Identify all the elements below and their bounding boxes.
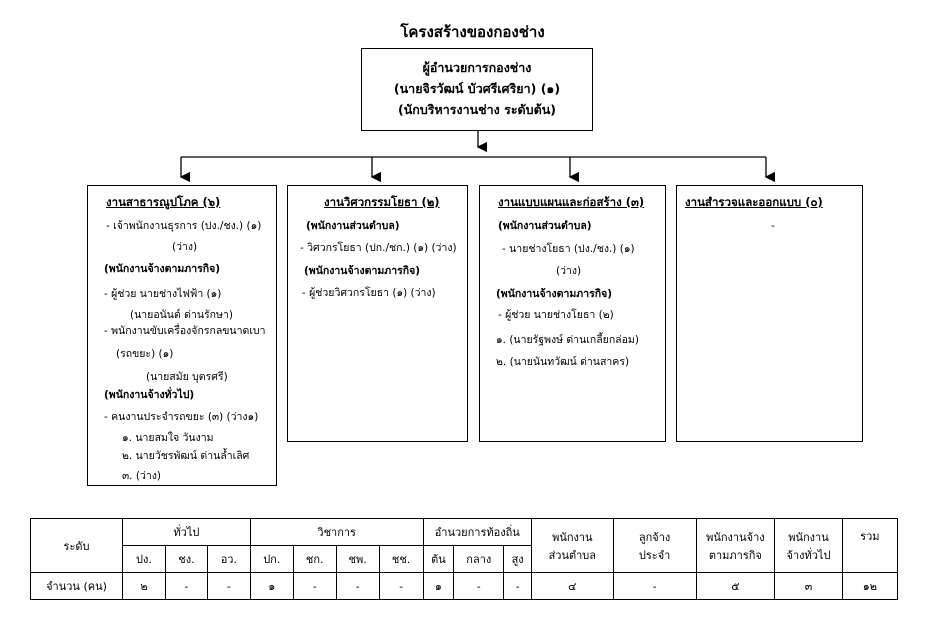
- staff-count-table: ระดับ ทั่วไป วิชาการ อำนวยการท้องถิ่น พน…: [29, 518, 899, 600]
- col-total: รวม: [841, 518, 899, 573]
- sub-header: ต้น: [422, 545, 455, 573]
- dept-planning-construction: งานแบบแผนและก่อสร้าง (๓) (พนักงานส่วนตำบ…: [479, 185, 666, 442]
- dept3-line: ๒. (นายนันทวัฒน์ ด่านสาคร): [496, 356, 630, 368]
- dept-public-utilities: งานสาธารณูปโภค (๖) - เจ้าพนักงานธุรการ (…: [87, 185, 277, 486]
- count-cell: -: [503, 572, 532, 600]
- count-cell: -: [292, 572, 337, 600]
- dept1-line: - เจ้าพนักงานธุรการ (ปง./ชง.) (๑): [106, 220, 262, 232]
- dept3-line: (พนักงานจ้างตามภารกิจ): [496, 288, 613, 300]
- dept3-line: - นายช่างโยธา (ปง./ชง.) (๑): [502, 243, 635, 255]
- count-cell: ๑๒: [841, 572, 899, 600]
- dept4-line: -: [771, 220, 775, 232]
- dept3-line: - ผู้ช่วย นายช่างโยธา (๒): [498, 309, 614, 321]
- count-cell: ๑: [422, 572, 455, 600]
- dept3-heading: งานแบบแผนและก่อสร้าง (๓): [498, 195, 645, 209]
- count-cell: ๕: [695, 572, 776, 600]
- dept2-line: - ผู้ช่วยวิศวกรโยธา (๑) (ว่าง): [302, 287, 436, 299]
- group-general: ทั่วไป: [122, 518, 251, 546]
- dept2-line: (พนักงานส่วนตำบล): [306, 220, 400, 232]
- col-mission-employee: พนักงานจ้างตามภารกิจ: [695, 518, 776, 573]
- dept2-line: (พนักงานจ้างตามภารกิจ): [304, 265, 421, 277]
- page-title: โครงสร้างของกองช่าง: [400, 23, 545, 41]
- dept2-heading: งานวิศวกรรมโยธา (๒): [324, 195, 440, 209]
- dept1-line: (รถขยะ) (๑): [116, 348, 174, 360]
- director-box: ผู้อำนวยการกองช่าง (นายจิรวัฒน์ บัวศรีเศ…: [361, 48, 593, 131]
- count-cell: -: [378, 572, 424, 600]
- dept3-line: (ว่าง): [556, 265, 582, 277]
- sub-header: ชช.: [378, 545, 424, 573]
- dept1-line: ๓. (ว่าง): [122, 470, 161, 482]
- director-name: (นายจิรวัฒน์ บัวศรีเศริยา) (๑): [393, 81, 561, 96]
- dept3-line: ๑. (นายรัฐพงษ์ ด่านเกลี้ยกล่อม): [496, 334, 639, 346]
- count-cell: -: [206, 572, 251, 600]
- count-cell: ๔: [530, 572, 614, 600]
- dept1-line: - ผู้ช่วย นายช่างไฟฟ้า (๑): [104, 288, 222, 300]
- count-cell: ๒: [122, 572, 166, 600]
- dept1-line: (นายสมัย บุตรศรี): [146, 371, 228, 383]
- count-cell: -: [453, 572, 505, 600]
- sub-header: กลาง: [453, 545, 505, 573]
- sub-header: ชง.: [164, 545, 208, 573]
- dept-civil-engineering: งานวิศวกรรมโยธา (๒) (พนักงานส่วนตำบล) - …: [287, 185, 468, 442]
- dept-survey-design: งานสำรวจและออกแบบ (๐) -: [676, 185, 863, 442]
- dept1-line: (พนักงานจ้างทั่วไป): [104, 389, 195, 401]
- dept2-line: - วิศวกรโยธา (ปก./ชก.) (๑) (ว่าง): [300, 242, 457, 254]
- director-title: ผู้อำนวยการกองช่าง: [422, 60, 532, 75]
- count-cell: -: [612, 572, 697, 600]
- dept1-heading: งานสาธารณูปโภค (๖): [106, 195, 221, 209]
- dept1-line: (นายอนันต์ ด่านรักษา): [130, 309, 233, 321]
- dept3-line: (พนักงานส่วนตำบล): [498, 220, 592, 232]
- dept1-line: (พนักงานจ้างตามภารกิจ): [104, 263, 221, 275]
- count-cell: -: [164, 572, 208, 600]
- dept1-line: - คนงานประจำรถขยะ (๓) (ว่าง๑): [104, 411, 259, 423]
- sub-header: ชพ.: [335, 545, 380, 573]
- count-cell: ๓: [774, 572, 843, 600]
- count-cell: ๑: [249, 572, 294, 600]
- dept1-line: (ว่าง): [172, 241, 198, 253]
- sub-header: ปง.: [122, 545, 166, 573]
- dept1-line: - พนักงานขับเครื่องจักรกลขนาดเบา: [104, 325, 266, 337]
- col-general-employee: พนักงานจ้างทั่วไป: [774, 518, 843, 573]
- dept1-line: ๑. นายสมใจ วันงาม: [122, 432, 214, 444]
- group-local-admin: อำนวยการท้องถิ่น: [422, 518, 532, 546]
- count-cell: -: [335, 572, 380, 600]
- dept1-line: ๒. นายวัชรพัฒน์ ด่านล้ำเลิศ: [122, 450, 250, 462]
- sub-header: อว.: [206, 545, 251, 573]
- col-permanent-employee: ลูกจ้างประจำ: [612, 518, 697, 573]
- sub-header: สูง: [503, 545, 532, 573]
- rank-header: ระดับ: [29, 518, 124, 573]
- dept4-heading: งานสำรวจและออกแบบ (๐): [685, 195, 823, 209]
- count-row-label: จำนวน (คน): [29, 572, 124, 600]
- sub-header: ชก.: [292, 545, 337, 573]
- sub-header: ปก.: [249, 545, 294, 573]
- group-academic: วิชาการ: [249, 518, 424, 546]
- col-subdistrict-staff: พนักงานส่วนตำบล: [530, 518, 614, 573]
- director-position: (นักบริหารงานช่าง ระดับต้น): [398, 102, 556, 117]
